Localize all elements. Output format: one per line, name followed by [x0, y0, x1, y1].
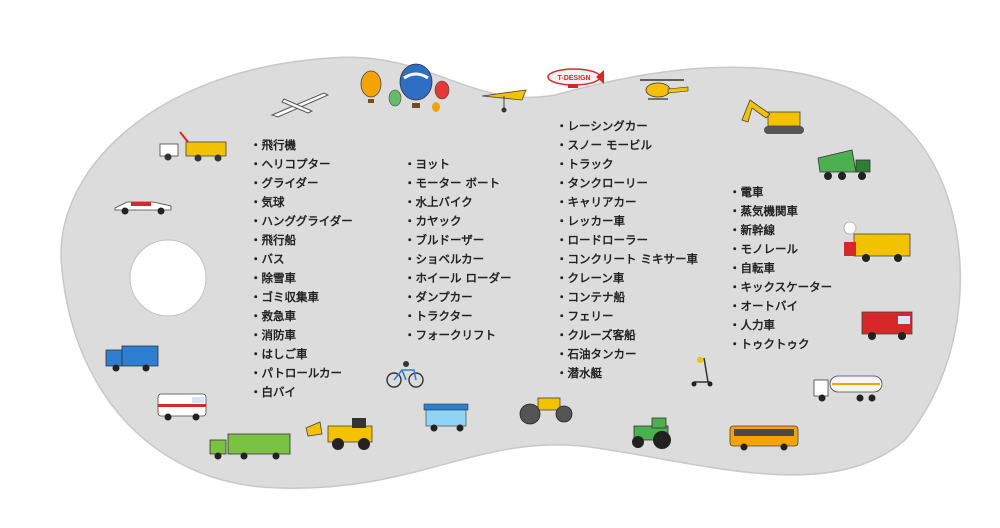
- list-item: ゴミ収集車: [250, 288, 353, 307]
- list-item: キャリアカー: [556, 193, 698, 212]
- list-item: ダンプカー: [404, 288, 512, 307]
- blimp-label: T-DESIGN: [557, 75, 590, 82]
- list-item: 石油タンカー: [556, 345, 698, 364]
- list-item: 蒸気機関車: [729, 202, 832, 221]
- vehicle-list-col-2: ヨット モーター ボート 水上バイク カヤック ブルドーザー ショベルカー ホイ…: [404, 155, 512, 345]
- list-item: ハンググライダー: [250, 212, 353, 231]
- cargo-truck-icon: [209, 433, 291, 460]
- list-item: コンテナ船: [556, 288, 698, 307]
- list-item: 飛行機: [250, 136, 353, 155]
- list-item: 自転車: [729, 259, 832, 278]
- hang-glider-icon: [481, 89, 527, 113]
- list-item: 新幹線: [729, 221, 832, 240]
- racing-car-icon: [114, 201, 172, 215]
- list-item: バス: [250, 250, 353, 269]
- list-item: 除雪車: [250, 269, 353, 288]
- glider-icon: [270, 92, 330, 118]
- vehicle-list-col-4: 電車 蒸気機関車 新幹線 モノレール 自転車 キックスケーター オートバイ 人力…: [729, 183, 833, 354]
- list-item: カヤック: [404, 212, 512, 231]
- list-item: 気球: [250, 193, 353, 212]
- list-item: レッカー車: [556, 212, 698, 231]
- dump-truck-icon: [817, 149, 871, 180]
- list-item: トラクター: [404, 307, 512, 326]
- helicopter-icon: [640, 79, 689, 100]
- list-item: 潜水艇: [556, 364, 698, 383]
- list-item: ショベルカー: [404, 250, 512, 269]
- list-item: 電車: [729, 183, 832, 202]
- garbage-truck-icon: [105, 345, 159, 372]
- list-item: コンクリート ミキサー車: [556, 250, 699, 269]
- list-item: ホイール ローダー: [404, 269, 512, 288]
- list-item: 人力車: [729, 316, 832, 335]
- list-item: クレーン車: [556, 269, 698, 288]
- list-item: キックスケーター: [729, 278, 833, 297]
- wheel-loader-icon: [305, 418, 373, 450]
- list-item: クルーズ客船: [556, 326, 698, 345]
- excavator-icon: [741, 99, 804, 134]
- list-item: 水上バイク: [404, 193, 512, 212]
- list-item: トゥクトゥク: [729, 335, 832, 354]
- road-roller-icon: [519, 397, 573, 425]
- ambulance-icon: [157, 393, 207, 421]
- list-item: レーシングカー: [556, 117, 698, 136]
- vehicle-list-col-1: 飛行機 ヘリコプター グライダー 気球 ハンググライダー 飛行船 バス 除雪車 …: [250, 136, 353, 402]
- list-item: スノー モービル: [556, 136, 698, 155]
- snowplow-icon: [843, 221, 911, 262]
- list-item: 消防車: [250, 326, 353, 345]
- list-item: 白バイ: [250, 383, 353, 402]
- list-item: タンクローリー: [556, 174, 698, 193]
- list-item: ヨット: [404, 155, 512, 174]
- list-item: 飛行船: [250, 231, 353, 250]
- list-item: ロードローラー: [556, 231, 698, 250]
- tow-truck-icon: [159, 131, 227, 162]
- vehicle-list-col-3: レーシングカー スノー モービル トラック タンクローリー キャリアカー レッカ…: [556, 117, 699, 383]
- tanker-truck-icon: [813, 375, 883, 402]
- tractor-icon: [632, 417, 671, 449]
- blimp-icon: T-DESIGN: [547, 68, 604, 88]
- list-item: パトロールカー: [250, 364, 353, 383]
- list-item: ブルドーザー: [404, 231, 512, 250]
- tuk-tuk-icon: [423, 403, 469, 432]
- list-item: モノレール: [729, 240, 832, 259]
- list-item: グライダー: [250, 174, 353, 193]
- thumb-hole: [129, 239, 207, 317]
- list-item: はしご車: [250, 345, 353, 364]
- fire-truck-icon: [861, 311, 913, 340]
- list-item: モーター ボート: [404, 174, 512, 193]
- list-item: 救急車: [250, 307, 353, 326]
- balloons-icon: [360, 63, 450, 112]
- bicycle-icon: [386, 361, 424, 388]
- list-item: フォークリフト: [404, 326, 512, 345]
- list-item: フェリー: [556, 307, 698, 326]
- list-item: オートバイ: [729, 297, 832, 316]
- bus-icon: [729, 425, 799, 451]
- list-item: トラック: [556, 155, 698, 174]
- list-item: ヘリコプター: [250, 155, 353, 174]
